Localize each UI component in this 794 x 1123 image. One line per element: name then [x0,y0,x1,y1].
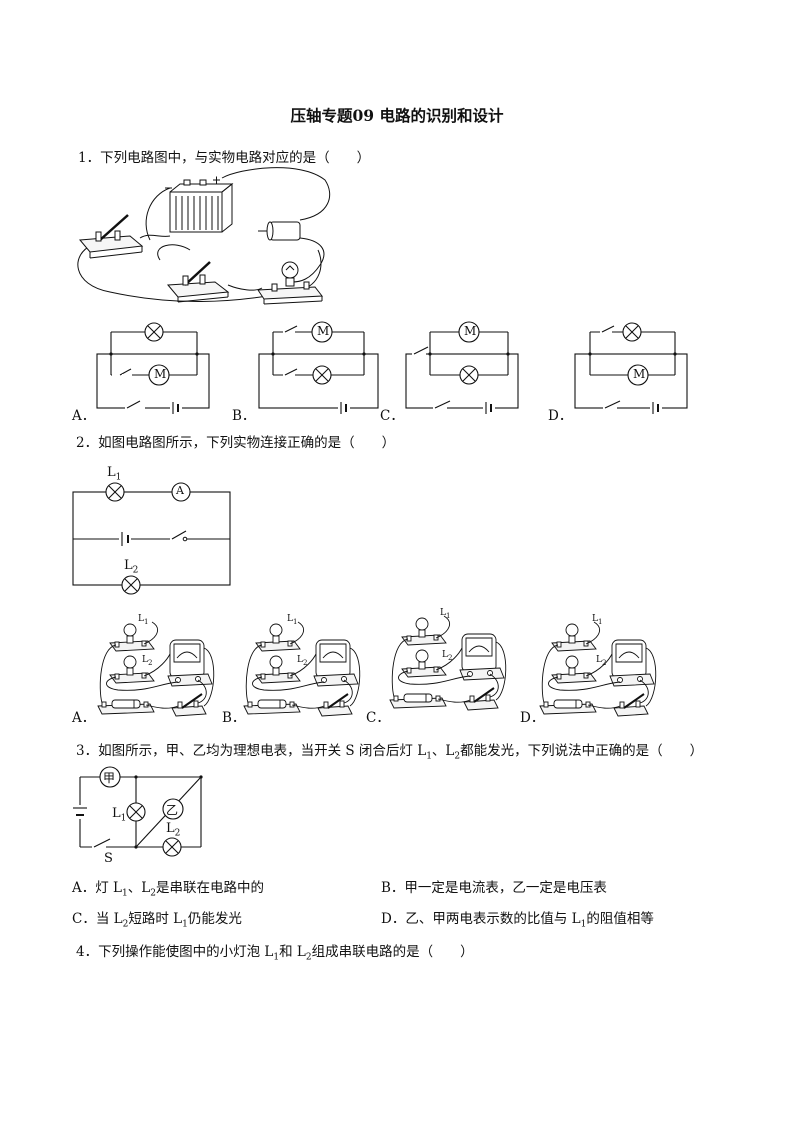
q3-option-a[interactable]: A．灯 L1、L2是串联在电路中的 [72,880,264,899]
q1-option-d-schematic [574,325,688,414]
question-3-stem: 3．如图所示，甲、乙均为理想电表，当开关 S 闭合后灯 L1、L2都能发光，下列… [76,743,704,762]
q2-option-b-label[interactable]: B． [222,710,246,726]
q1-a-motor-label: M [154,367,167,381]
q1-b-motor-label: M [317,324,330,338]
q2-d-l2-label: L2 [596,655,607,667]
q2-b-l1-label: L1 [287,614,298,626]
q1-option-a-label[interactable]: A． [72,408,96,424]
q1-d-motor-label: M [633,367,646,381]
q2-c-l2-label: L2 [442,650,453,662]
q2-option-c-label[interactable]: C． [366,710,390,726]
q2-l2-label: L2 [124,558,139,576]
page-title: 压轴专题09 电路的识别和设计 [290,106,504,125]
q3-meter-yi-label: 乙 [166,803,179,817]
q3-l1-label: L1 [112,806,127,824]
q2-c-l1-label: L1 [440,608,451,620]
q1-c-motor-label: M [464,324,477,338]
q2-a-l1-label: L1 [138,614,149,626]
question-1-stem: 1．下列电路图中，与实物电路对应的是（ ） [78,150,371,166]
q1-option-b-schematic [258,325,379,414]
q3-option-b[interactable]: B．甲一定是电流表，乙一定是电压表 [381,880,607,896]
q3-switch-label: S [104,851,113,866]
q2-d-l1-label: L1 [592,614,603,626]
question-2-stem: 2．如图电路图所示，下列实物连接正确的是（ ） [76,435,396,451]
q2-a-l2-label: L2 [142,655,153,667]
q2-b-l2-label: L2 [297,655,308,667]
q1-option-d-label[interactable]: D． [548,408,573,424]
q3-option-c[interactable]: C．当 L2短路时 L1仍能发光 [72,911,242,930]
q3-option-d[interactable]: D．乙、甲两电表示数的比值与 L1的阻值相等 [381,911,654,930]
q3-meter-jia-label: 甲 [103,771,116,785]
q1-option-c-label[interactable]: C． [380,408,404,424]
q1-option-b-label[interactable]: B． [232,408,256,424]
q3-l2-label: L2 [166,821,181,839]
q2-option-d-label[interactable]: D． [520,710,545,726]
question-4-stem: 4．下列操作能使图中的小灯泡 L1和 L2组成串联电路的是（ ） [76,944,474,963]
q2-l1-label: L1 [107,465,122,483]
q2-ammeter-label: A [176,484,184,497]
q2-option-a-label[interactable]: A． [72,710,96,726]
q1-option-c-schematic [405,331,519,414]
q1-option-a-schematic [96,331,210,414]
